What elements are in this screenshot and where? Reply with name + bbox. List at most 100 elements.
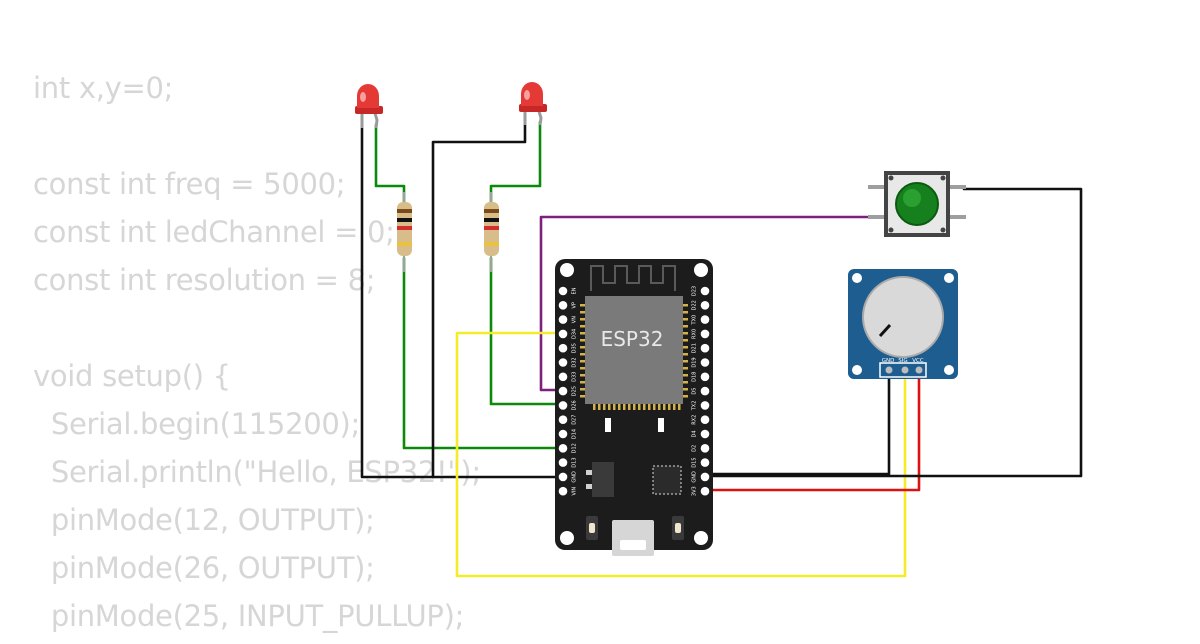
pin-label: TX2 — [692, 401, 698, 412]
pin-label: D35 — [572, 343, 578, 353]
esp32-board[interactable]: ESP32 ENVPVND34D35D32D33D25D26D27D14D12D… — [555, 259, 713, 556]
header-pin[interactable] — [700, 372, 710, 382]
code-line: pinMode(26, OUTPUT); — [33, 551, 375, 585]
resistor-1[interactable] — [397, 192, 412, 272]
wire-green-resistor1-d12[interactable] — [402, 256, 564, 450]
pin-label: EN — [572, 287, 578, 294]
pot-pin-label-vcc: VCC — [912, 358, 924, 364]
wire-black-led1-gnd[interactable] — [360, 123, 564, 479]
code-line: const int resolution = 8; — [33, 263, 376, 297]
pin-label: D23 — [692, 286, 698, 296]
pin-label: D27 — [572, 415, 578, 425]
pin-label: RX0 — [692, 329, 698, 339]
led-red-2[interactable] — [519, 82, 547, 126]
code-line: pinMode(12, OUTPUT); — [33, 503, 375, 537]
header-pin[interactable] — [700, 286, 710, 296]
header-pin[interactable] — [700, 301, 710, 310]
header-pin[interactable] — [700, 315, 710, 324]
pin-label: D12 — [572, 443, 578, 453]
usb-port[interactable] — [612, 520, 654, 556]
code-editor-text: int x,y=0; const int freq = 5000; const … — [33, 68, 481, 644]
wire-black-pot-gnd[interactable] — [706, 371, 891, 476]
pin-label: GND — [692, 471, 698, 483]
pin-label: D33 — [572, 372, 578, 382]
pin-label: RX2 — [692, 415, 698, 425]
header-pin[interactable] — [558, 401, 568, 410]
wire-purple-button-d25[interactable] — [539, 215, 869, 392]
pin-label: D21 — [692, 343, 698, 353]
header-pin[interactable] — [700, 472, 710, 482]
header-pin[interactable] — [558, 415, 568, 425]
usb-uart-chip — [652, 465, 682, 495]
code-line: Serial.begin(115200); — [33, 407, 361, 441]
header-pin[interactable] — [700, 458, 710, 467]
wire-yellow-pot-sig[interactable] — [455, 331, 907, 578]
pin-label: GND — [572, 471, 578, 483]
header-pin[interactable] — [700, 401, 710, 410]
header-pin[interactable] — [700, 386, 710, 396]
header-pin[interactable] — [700, 415, 710, 425]
pin-label: D19 — [692, 357, 698, 367]
header-pin[interactable] — [558, 358, 568, 367]
header-pin[interactable] — [558, 444, 568, 453]
header-pin[interactable] — [558, 343, 568, 353]
header-pin[interactable] — [558, 286, 568, 296]
board-label: ESP32 — [601, 327, 664, 351]
pin-label: D2 — [692, 445, 698, 452]
pot-indicator — [878, 323, 892, 338]
header-pin[interactable] — [558, 386, 568, 396]
header-pin[interactable] — [558, 458, 568, 467]
pin-label: 3V3 — [692, 486, 698, 496]
header-pin[interactable] — [700, 343, 710, 353]
header-pin[interactable] — [700, 486, 710, 496]
wire-green-resistor2-d26[interactable] — [489, 256, 564, 406]
pin-label: D18 — [692, 372, 698, 382]
pushbutton-green[interactable] — [868, 171, 966, 237]
resistor-2[interactable] — [484, 192, 499, 272]
pin-label: TX0 — [692, 315, 698, 326]
header-pin[interactable] — [558, 429, 568, 439]
code-line: Serial.println("Hello, ESP32!"); — [33, 455, 481, 489]
pot-knob[interactable] — [862, 276, 944, 358]
header-pin[interactable] — [558, 372, 568, 382]
pot-pin-label-gnd: GND — [882, 358, 895, 364]
header-pin[interactable] — [558, 315, 568, 324]
pin-label: D15 — [692, 457, 698, 467]
code-line: const int ledChannel = 0; — [33, 215, 395, 249]
wire-black-led2-gnd[interactable] — [431, 120, 527, 479]
header-pin[interactable] — [700, 444, 710, 453]
wire-red-pot-vcc[interactable] — [706, 371, 921, 492]
wire-black-button-gnd[interactable] — [706, 187, 1083, 478]
header-pin[interactable] — [558, 329, 568, 339]
pin-label: D14 — [572, 429, 578, 439]
wire-green-led2[interactable] — [489, 120, 542, 207]
header-pin[interactable] — [700, 358, 710, 367]
potentiometer[interactable]: GND SIG VCC — [848, 269, 958, 379]
pin-label: D5 — [692, 388, 698, 395]
pin-label: D25 — [572, 386, 578, 396]
circuit-diagram: ESP32 ENVPVND34D35D32D33D25D26D27D14D12D… — [355, 82, 1083, 578]
led-red-1[interactable] — [355, 84, 383, 129]
pin-label: D32 — [572, 357, 578, 367]
regulator — [592, 462, 614, 497]
pin-label: D22 — [692, 300, 698, 310]
header-pin[interactable] — [558, 472, 568, 482]
header-pin[interactable] — [558, 301, 568, 310]
header-pin[interactable] — [700, 429, 710, 439]
code-line: pinMode(25, INPUT_PULLUP); — [33, 599, 465, 633]
pin-label: VIN — [572, 487, 578, 496]
pot-pin-label-sig: SIG — [898, 358, 907, 364]
wire-green-led1[interactable] — [374, 123, 406, 207]
header-pin[interactable] — [558, 486, 568, 496]
pin-label: D34 — [572, 329, 578, 339]
pin-label: VN — [572, 316, 578, 323]
pin-label: VP — [572, 302, 578, 308]
esp32-chip — [585, 296, 683, 404]
header-pin[interactable] — [700, 329, 710, 339]
code-line: void setup() { — [33, 359, 231, 393]
pin-label: D13 — [572, 457, 578, 467]
pin-label: D4 — [692, 430, 698, 437]
pin-label: D26 — [572, 400, 578, 410]
code-line: const int freq = 5000; — [33, 167, 346, 201]
code-line: int x,y=0; — [33, 71, 174, 105]
